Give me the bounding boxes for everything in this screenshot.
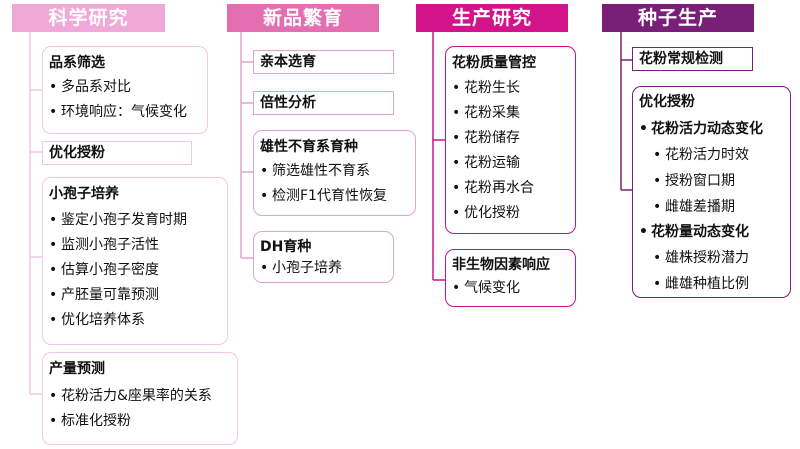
list-item: •多品系对比 <box>49 79 131 95</box>
col4-plain-routine-pollen-test: 花粉常规检测 <box>632 47 753 71</box>
list-item: •授粉窗口期 <box>653 173 735 189</box>
col4-header: 种子生产 <box>602 4 754 32</box>
list-item: •小孢子培养 <box>260 260 342 276</box>
col2-plain-ploidy-analysis: 倍性分析 <box>253 91 394 115</box>
list-item: •雌雄种植比例 <box>653 276 749 292</box>
list-item: •花粉生长 <box>452 80 520 96</box>
sub-heading: •花粉活力动态变化 <box>639 121 763 137</box>
list-item: •估算小孢子密度 <box>49 262 159 278</box>
col1-box-microspore-culture: 小孢子培养 •鉴定小孢子发育时期 •监测小孢子活性 •估算小孢子密度 •产胚量可… <box>42 177 228 345</box>
list-item: •花粉运输 <box>452 155 520 171</box>
box-title: 品系筛选 <box>49 55 105 71</box>
box-title: 花粉质量管控 <box>452 55 536 71</box>
list-item: •优化培养体系 <box>49 312 145 328</box>
list-item: •环境响应：气候变化 <box>49 104 187 120</box>
list-item: •雄株授粉潜力 <box>653 250 749 266</box>
col1-box-strain-screening: 品系筛选 •多品系对比 •环境响应：气候变化 <box>42 46 208 134</box>
col2-box-dh-breeding: DH育种 •小孢子培养 <box>253 231 394 283</box>
list-item: •花粉采集 <box>452 105 520 121</box>
list-item: •标准化授粉 <box>49 413 131 429</box>
list-item: •优化授粉 <box>452 205 520 221</box>
list-item: •产胚量可靠预测 <box>49 287 159 303</box>
list-item: •气候变化 <box>452 280 520 296</box>
col1-header: 科学研究 <box>12 4 165 32</box>
box-title: 雄性不育系育种 <box>260 139 358 155</box>
col3-box-abiotic-response: 非生物因素响应 •气候变化 <box>445 249 576 307</box>
list-item: •花粉活力时效 <box>653 147 749 163</box>
list-item: •检测F1代育性恢复 <box>260 188 387 204</box>
box-title: 产量预测 <box>49 361 105 377</box>
col4-box-optimize-pollination: 优化授粉 •花粉活力动态变化 •花粉活力时效 •授粉窗口期 •雌雄差播期 •花粉… <box>632 86 791 298</box>
col1-plain-optimize-pollination: 优化授粉 <box>42 141 192 165</box>
box-title: DH育种 <box>260 239 312 255</box>
list-item: •花粉活力&座果率的关系 <box>49 388 212 404</box>
list-item: •花粉储存 <box>452 130 520 146</box>
list-item: •监测小孢子活性 <box>49 237 159 253</box>
col2-box-male-sterile-breeding: 雄性不育系育种 •筛选雄性不育系 •检测F1代育性恢复 <box>253 130 416 216</box>
col3-header: 生产研究 <box>416 4 568 32</box>
col2-header: 新品繁育 <box>227 4 379 32</box>
list-item: •鉴定小孢子发育时期 <box>49 212 187 228</box>
col1-box-yield-prediction: 产量预测 •花粉活力&座果率的关系 •标准化授粉 <box>42 352 238 445</box>
col3-box-pollen-quality-control: 花粉质量管控 •花粉生长 •花粉采集 •花粉储存 •花粉运输 •花粉再水合 •优… <box>445 46 576 234</box>
col2-plain-parent-breeding: 亲本选育 <box>253 50 394 74</box>
list-item: •筛选雄性不育系 <box>260 163 370 179</box>
list-item: •花粉再水合 <box>452 180 534 196</box>
list-item: •雌雄差播期 <box>653 199 735 215</box>
box-title: 小孢子培养 <box>49 186 119 202</box>
box-title: 非生物因素响应 <box>452 257 550 273</box>
box-title: 优化授粉 <box>639 94 695 110</box>
sub-heading: •花粉量动态变化 <box>639 224 749 240</box>
